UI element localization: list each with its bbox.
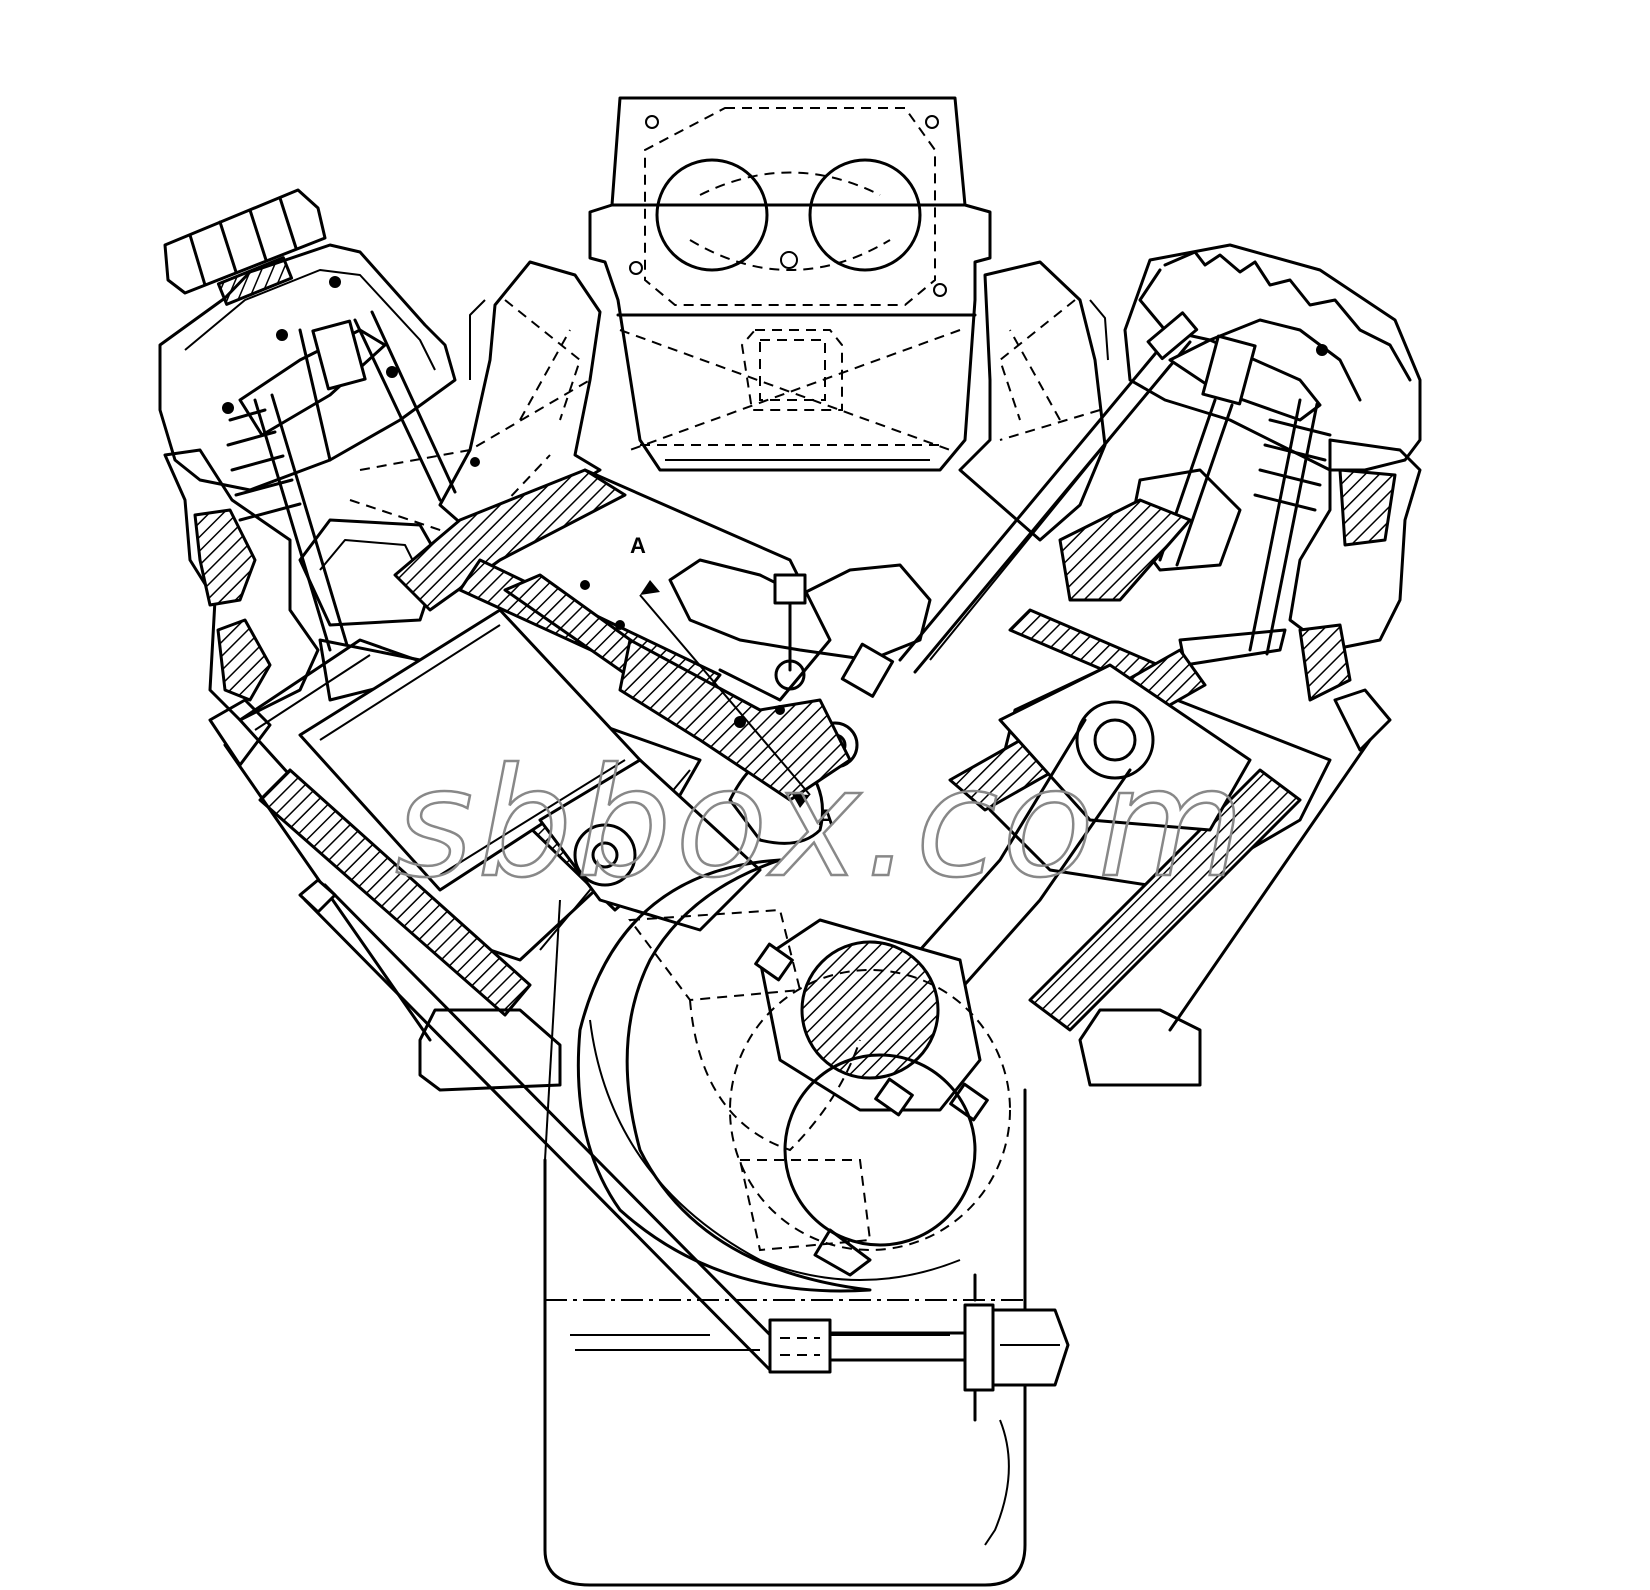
oil-pan (298, 878, 1070, 1587)
lifter-valley (580, 558, 932, 845)
right-cylinder-head (898, 243, 1422, 702)
section-mark-a-top: A (630, 533, 646, 558)
section-mark-a-bottom: A (818, 805, 834, 830)
left-cylinder-head (158, 188, 480, 722)
carburetor-pad (588, 96, 992, 472)
right-piston-and-rod (754, 663, 1252, 1122)
watermark-text: sbbox.com (395, 737, 1248, 911)
intake-manifold (349, 260, 1109, 542)
crankshaft (576, 858, 1011, 1293)
left-piston-and-rod (298, 573, 762, 932)
